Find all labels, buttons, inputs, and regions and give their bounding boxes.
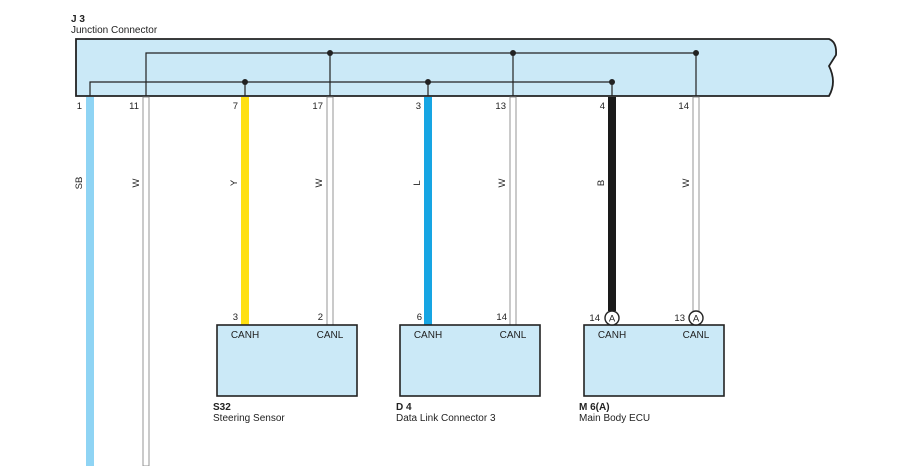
- wire-body: [142, 96, 150, 466]
- bus-node: [327, 50, 333, 56]
- junction-pin-number: 11: [129, 101, 139, 112]
- wire-pin-1: 1 SB: [74, 97, 94, 466]
- wire-pin-4: 4 B: [596, 97, 616, 311]
- wire-body: [326, 96, 334, 326]
- wire-body: [692, 96, 700, 312]
- junction-code: J 3: [71, 14, 85, 25]
- bus-node: [510, 50, 516, 56]
- wire-color-code: Y: [229, 179, 240, 186]
- wire-color-code: W: [314, 178, 325, 187]
- connector-mark-a-icon: A: [604, 310, 620, 326]
- wire-body: [608, 97, 616, 311]
- wire-color-code: W: [131, 178, 142, 187]
- terminal-label-canh: CANH: [414, 330, 442, 341]
- wire-color-code: SB: [74, 177, 85, 190]
- component-name: Main Body ECU: [579, 413, 650, 424]
- component-code: S32: [213, 402, 231, 413]
- component-steering-sensor: 3 2 CANH CANL S32 Steering Sensor: [213, 312, 358, 424]
- wire-body: [241, 97, 249, 325]
- wire-color-code: W: [681, 178, 692, 187]
- bus-node: [609, 79, 615, 85]
- bus-line-upper: [145, 52, 697, 96]
- component-box: [583, 324, 725, 397]
- bus-line-lower: [89, 81, 613, 96]
- junction-connector-box: [75, 38, 838, 97]
- wire-color-code: W: [497, 178, 508, 187]
- terminal-label-canl: CANL: [683, 330, 710, 341]
- junction-name: Junction Connector: [71, 25, 158, 36]
- component-pin-number: 14: [589, 313, 600, 324]
- connector-mark-letter: A: [609, 314, 616, 325]
- connector-mark-a-icon: A: [688, 310, 704, 326]
- junction-pin-number: 13: [495, 101, 506, 112]
- bus-junction-nodes: [242, 50, 699, 85]
- component-pin-number: 2: [318, 312, 323, 323]
- wire-pin-3: 3 L: [412, 97, 432, 325]
- junction-pin-number: 14: [678, 101, 689, 112]
- wire-color-code: L: [412, 180, 423, 185]
- component-name: Steering Sensor: [213, 413, 285, 424]
- wire-body: [86, 97, 94, 466]
- component-box: [216, 324, 358, 397]
- component-box: [399, 324, 541, 397]
- wire-pin-17: 17 W: [312, 96, 334, 326]
- junction-pin-number: 17: [312, 101, 323, 112]
- wire-body: [509, 96, 517, 326]
- wire-color-code: B: [596, 180, 607, 186]
- component-pin-number: 13: [674, 313, 685, 324]
- terminal-label-canl: CANL: [317, 330, 344, 341]
- junction-pin-number: 3: [416, 101, 421, 112]
- wire-pin-14: 14 W: [678, 96, 700, 312]
- bus-node: [425, 79, 431, 85]
- junction-pin-number: 1: [77, 101, 82, 112]
- component-pin-number: 6: [417, 312, 422, 323]
- wire-pin-7: 7 Y: [229, 97, 249, 325]
- wire-body: [424, 97, 432, 325]
- component-main-body-ecu: 14 13 A A CANH CANL M 6(A) Main Body ECU: [579, 310, 725, 424]
- component-pin-number: 3: [233, 312, 238, 323]
- component-name: Data Link Connector 3: [396, 413, 496, 424]
- terminal-label-canh: CANH: [598, 330, 626, 341]
- junction-pin-number: 7: [233, 101, 238, 112]
- component-code: D 4: [396, 402, 412, 413]
- junction-pin-number: 4: [600, 101, 605, 112]
- terminal-label-canh: CANH: [231, 330, 259, 341]
- connector-mark-letter: A: [693, 314, 700, 325]
- wire-pin-11: 11 W: [129, 96, 150, 466]
- bus-node: [242, 79, 248, 85]
- component-code: M 6(A): [579, 402, 610, 413]
- wire-pin-13: 13 W: [495, 96, 517, 326]
- component-data-link-connector: 6 14 CANH CANL D 4 Data Link Connector 3: [396, 312, 541, 424]
- component-pin-number: 14: [496, 312, 507, 323]
- terminal-label-canl: CANL: [500, 330, 527, 341]
- bus-node: [693, 50, 699, 56]
